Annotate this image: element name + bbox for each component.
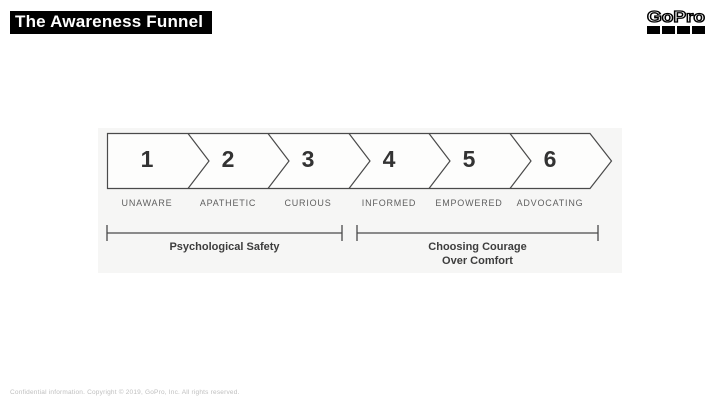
- group-label-line: Choosing Courage: [428, 241, 527, 253]
- stage-number: 3: [301, 146, 315, 172]
- funnel-divider: [428, 133, 451, 189]
- funnel-divider: [267, 133, 290, 189]
- funnel-band-outline: [106, 132, 613, 190]
- logo-square: [647, 26, 660, 34]
- stage-label: UNAWARE: [121, 198, 173, 208]
- slide-title-bar: The Awareness Funnel: [10, 11, 213, 34]
- logo-square: [662, 26, 675, 34]
- group-label-choosing-courage: Choosing Courage Over Comfort: [357, 240, 598, 268]
- group-bracket-choosing-courage: [356, 225, 599, 241]
- funnel-divider: [187, 133, 210, 189]
- stage-number: 5: [462, 146, 476, 172]
- stage-number: 4: [382, 146, 396, 172]
- funnel-band: [106, 132, 613, 241]
- group-label-line: Psychological Safety: [169, 241, 280, 253]
- gopro-logo: GoPro: [646, 8, 706, 34]
- funnel-divider: [509, 133, 532, 189]
- stage-number: 6: [543, 146, 557, 172]
- footer-confidentiality-notice: Confidential information. Copyright © 20…: [10, 389, 240, 396]
- group-label-psychological-safety: Psychological Safety: [107, 240, 342, 254]
- group-label-line: Over Comfort: [442, 255, 513, 267]
- funnel-panel: 1 2 3 4 5 6 UNAWARE APATHETIC CURIOUS IN…: [98, 128, 622, 273]
- stage-label: APATHETIC: [199, 198, 257, 208]
- funnel-divider: [348, 133, 371, 189]
- stage-number: 1: [140, 146, 154, 172]
- slide-title: The Awareness Funnel: [15, 12, 204, 31]
- logo-square: [692, 26, 705, 34]
- stage-label: EMPOWERED: [435, 198, 503, 208]
- stage-label: INFORMED: [361, 198, 417, 208]
- stage-label: ADVOCATING: [516, 198, 584, 208]
- group-bracket-psychological-safety: [106, 225, 343, 241]
- logo-square: [677, 26, 690, 34]
- stage-label: CURIOUS: [284, 198, 332, 208]
- stage-number: 2: [221, 146, 235, 172]
- gopro-wordmark: GoPro: [647, 9, 705, 26]
- gopro-logo-squares: [647, 26, 705, 34]
